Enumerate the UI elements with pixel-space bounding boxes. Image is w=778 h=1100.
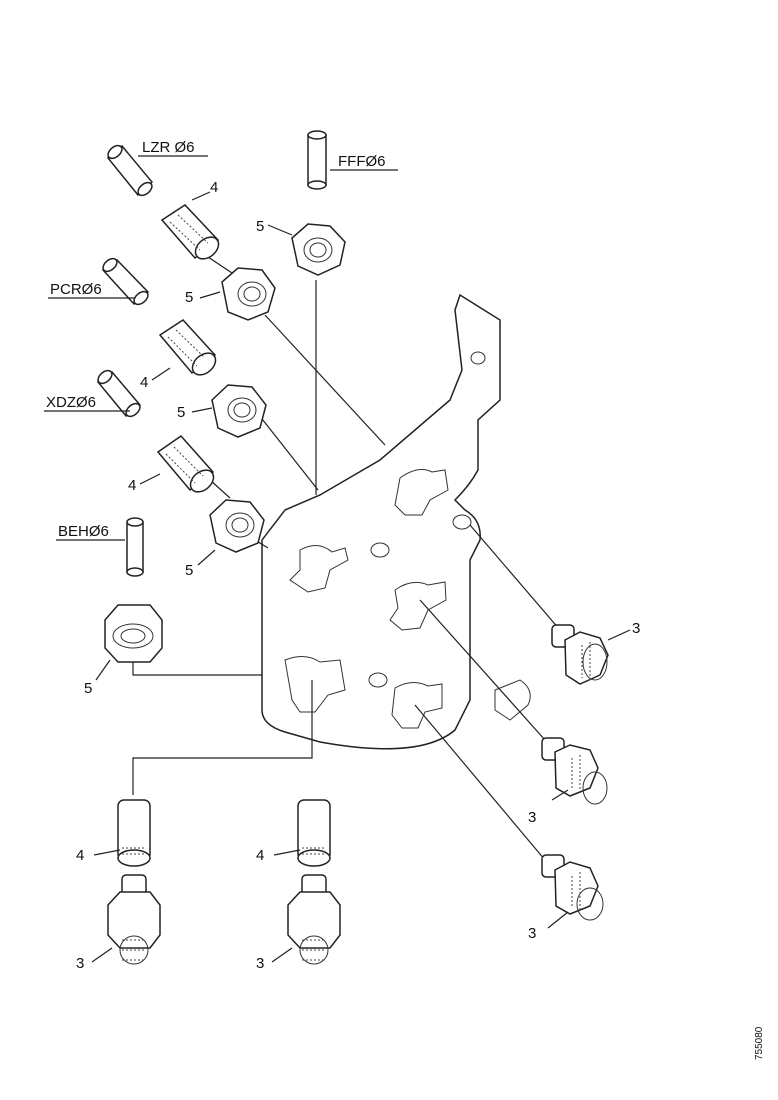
hose-beh (126, 517, 144, 577)
hose-label-pcr: PCRØ6 (50, 281, 102, 298)
plate-hole (370, 542, 390, 558)
union-3-b (541, 737, 608, 805)
union-3-a (551, 624, 609, 685)
callout-4: 4 (76, 847, 84, 864)
hose-pcr (101, 257, 150, 306)
nut-5-d (209, 499, 265, 553)
union-3-c (541, 854, 604, 921)
sleeve-4-c (156, 435, 215, 493)
callout-5: 5 (177, 404, 185, 421)
callout-3: 3 (528, 925, 536, 942)
callout-4: 4 (256, 847, 264, 864)
drawing-reference-number: 755080 (754, 1026, 765, 1060)
leader-lines (132, 254, 561, 861)
hose-label-fff: FFFØ6 (338, 153, 386, 170)
sleeve-4-b (158, 319, 217, 376)
callout-3: 3 (528, 809, 536, 826)
plate-hole (368, 672, 388, 688)
callout-3: 3 (256, 955, 264, 972)
callout-5: 5 (256, 218, 264, 235)
union-3-e (287, 874, 341, 965)
sleeve-4-a (160, 204, 220, 260)
hose-fff (307, 130, 327, 190)
hose-label-xdz: XDZØ6 (46, 394, 96, 411)
hose-label-group: LZR Ø6 FFFØ6 PCRØ6 XDZØ6 BEHØ6 (44, 139, 398, 541)
mounting-plate (261, 293, 531, 750)
hose-xdz (96, 369, 142, 418)
hose-label-lzr: LZR Ø6 (142, 139, 195, 156)
plate-cutout (394, 469, 449, 516)
sleeve-4-d (117, 799, 151, 867)
plate-cutout (289, 545, 349, 593)
sleeve-4-e (297, 799, 331, 867)
callout-4: 4 (210, 179, 218, 196)
nut-5-e (104, 604, 163, 663)
callout-3: 3 (632, 620, 640, 637)
plate-hole (452, 514, 472, 530)
callout-3: 3 (76, 955, 84, 972)
callout-5: 5 (185, 562, 193, 579)
nut-5-b (291, 223, 346, 276)
nut-5-c (211, 384, 267, 438)
hose-label-beh: BEHØ6 (58, 523, 109, 540)
union-3-d (107, 874, 161, 965)
plate-cutout (389, 581, 447, 631)
callout-5: 5 (84, 680, 92, 697)
callouts: 4 5 5 4 5 4 5 5 3 3 3 4 4 3 3 (76, 179, 640, 972)
hose-lzr (106, 144, 154, 197)
nut-5-a (221, 267, 276, 321)
plate-cutout (391, 682, 443, 729)
callout-4: 4 (128, 477, 136, 494)
plate-hole (470, 351, 486, 365)
callout-5: 5 (185, 289, 193, 306)
callout-4: 4 (140, 374, 148, 391)
